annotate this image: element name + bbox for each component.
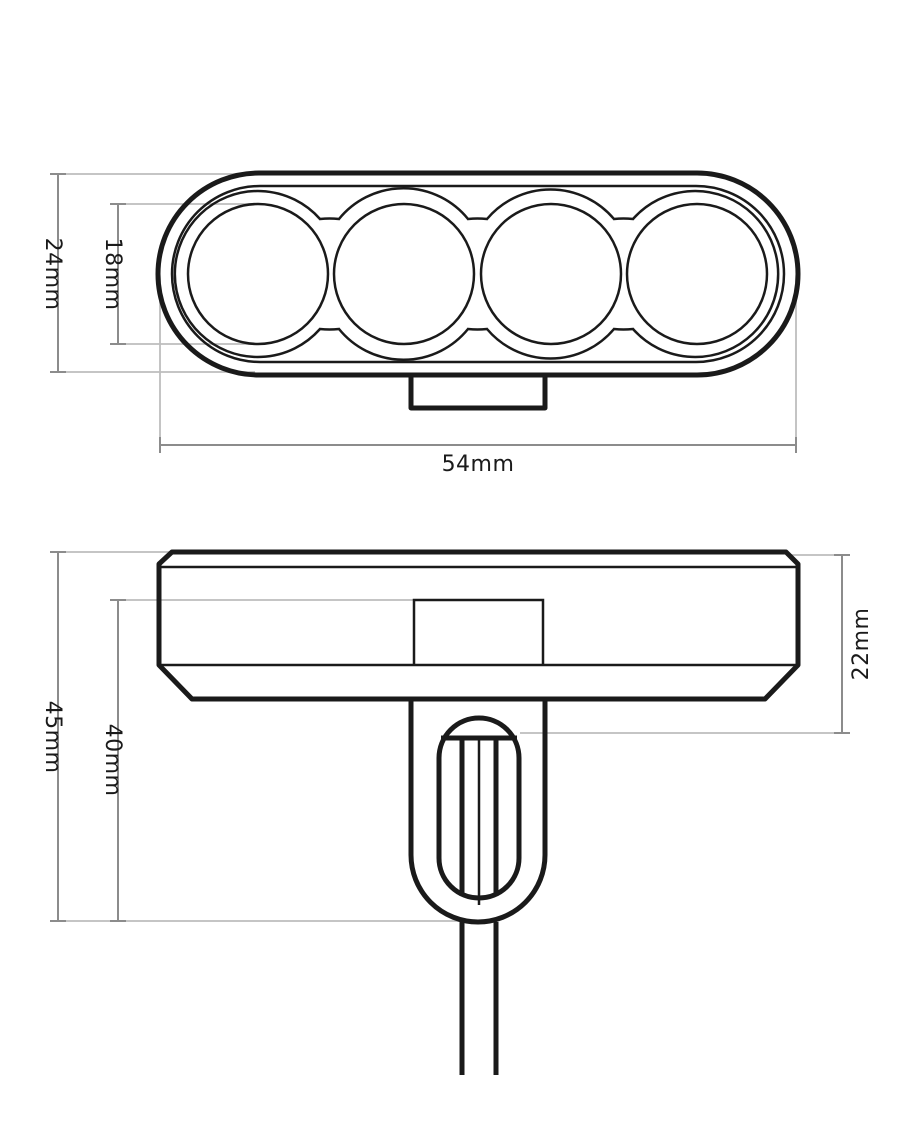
dimension-24mm: 24mm: [40, 173, 66, 373]
dimension-18mm: 18mm: [100, 203, 126, 345]
lens-3: [479, 202, 623, 346]
dimension-54mm: 54mm: [159, 437, 797, 477]
dimension-22mm: 22mm: [834, 554, 874, 734]
dimension-45mm: 45mm: [40, 551, 66, 922]
front-mount-tab: [408, 375, 548, 411]
lens-group-contour: [173, 186, 780, 362]
front-bezel: [170, 184, 786, 364]
front-view: 24mm 18mm 54mm: [40, 170, 801, 477]
bolt: [441, 735, 517, 905]
lens-2: [332, 202, 476, 346]
label-40mm: 40mm: [100, 724, 125, 797]
label-22mm: 22mm: [849, 608, 874, 681]
label-54mm: 54mm: [442, 452, 515, 477]
bracket-lower: [408, 699, 548, 925]
bracket-upper: [412, 598, 545, 665]
label-45mm: 45mm: [40, 701, 65, 774]
lens-1: [186, 202, 330, 346]
lens-4: [625, 202, 769, 346]
front-housing: [155, 170, 801, 378]
side-view: 45mm 40mm 22mm: [40, 549, 874, 1075]
cable: [459, 922, 499, 1075]
label-18mm: 18mm: [100, 238, 125, 311]
dimension-40mm: 40mm: [100, 599, 126, 922]
label-24mm: 24mm: [40, 238, 65, 311]
side-housing: [156, 549, 801, 702]
